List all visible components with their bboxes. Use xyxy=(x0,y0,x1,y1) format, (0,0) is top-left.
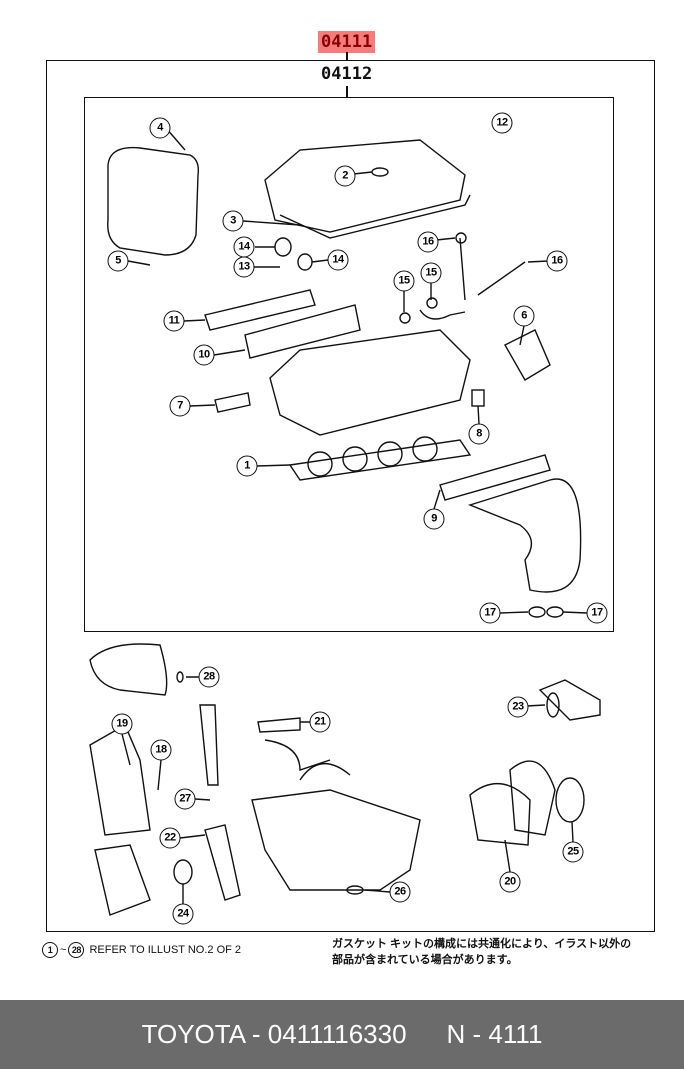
leader-line xyxy=(346,52,348,61)
callout-15[interactable]: 15 xyxy=(393,270,415,292)
callout-17[interactable]: 17 xyxy=(586,602,608,624)
refer-text: REFER TO ILLUST NO.2 OF 2 xyxy=(89,944,242,956)
callout-16[interactable]: 16 xyxy=(417,231,439,253)
valve-cover-gasket xyxy=(279,194,471,239)
oil-cap-seal xyxy=(371,167,389,177)
callout-end: 28 xyxy=(68,942,85,958)
callout-7[interactable]: 7 xyxy=(169,395,191,417)
parts-illustration xyxy=(89,127,601,916)
callout-24[interactable]: 24 xyxy=(172,903,194,925)
reference-number: N - 4111 xyxy=(446,1019,543,1049)
callout-22[interactable]: 22 xyxy=(159,827,181,849)
callout-start: 1 xyxy=(42,942,58,958)
callout-10[interactable]: 10 xyxy=(193,344,215,366)
jp-line-2: 部品が含まれている場合があります。 xyxy=(332,954,518,966)
timing-cover-gasket xyxy=(107,146,200,256)
callout-9[interactable]: 9 xyxy=(423,508,445,530)
tilde: ~ xyxy=(60,944,67,956)
callout-5[interactable]: 5 xyxy=(107,250,129,272)
callout-14[interactable]: 14 xyxy=(233,236,255,258)
callout-21[interactable]: 21 xyxy=(309,711,331,733)
callout-6[interactable]: 6 xyxy=(513,305,535,327)
jp-line-1: ガスケット キットの構成には共通化により、イラスト以外の xyxy=(332,938,632,950)
japanese-note: ガスケット キットの構成には共通化により、イラスト以外の 部品が含まれている場合… xyxy=(332,936,672,968)
callout-11[interactable]: 11 xyxy=(163,310,185,332)
callout-1[interactable]: 1 xyxy=(236,455,258,477)
valve-cover xyxy=(264,139,466,233)
callout-27[interactable]: 27 xyxy=(174,788,196,810)
callout-14[interactable]: 14 xyxy=(327,249,349,271)
oil-pan-gasket xyxy=(251,789,421,891)
refer-note: 1 ~ 28 REFER TO ILLUST NO.2 OF 2 xyxy=(42,942,241,958)
kit-frame xyxy=(46,60,655,932)
callout-23[interactable]: 23 xyxy=(507,696,529,718)
subkit-code-label[interactable]: 04112 xyxy=(321,64,373,84)
callout-8[interactable]: 8 xyxy=(468,423,490,445)
callout-4[interactable]: 4 xyxy=(149,117,171,139)
part-number: TOYOTA - 0411116330 xyxy=(141,1019,407,1049)
callout-3[interactable]: 3 xyxy=(222,210,244,232)
callout-17[interactable]: 17 xyxy=(479,602,501,624)
callout-25[interactable]: 25 xyxy=(562,841,584,863)
callout-12[interactable]: 12 xyxy=(491,112,513,134)
leader-line xyxy=(346,86,348,97)
callout-19[interactable]: 19 xyxy=(111,713,133,735)
callout-18[interactable]: 18 xyxy=(150,739,172,761)
callout-13[interactable]: 13 xyxy=(233,256,255,278)
callout-28[interactable]: 28 xyxy=(198,666,220,688)
callout-20[interactable]: 20 xyxy=(499,871,521,893)
kit-code-label[interactable]: 04111 xyxy=(318,31,376,53)
head-gasket xyxy=(288,439,472,481)
subkit-frame xyxy=(84,97,614,632)
callout-16[interactable]: 16 xyxy=(546,250,568,272)
callout-26[interactable]: 26 xyxy=(389,881,411,903)
callout-2[interactable]: 2 xyxy=(334,165,356,187)
footer-bar: TOYOTA - 0411116330 N - 4111 xyxy=(0,1000,684,1069)
callout-15[interactable]: 15 xyxy=(420,262,442,284)
